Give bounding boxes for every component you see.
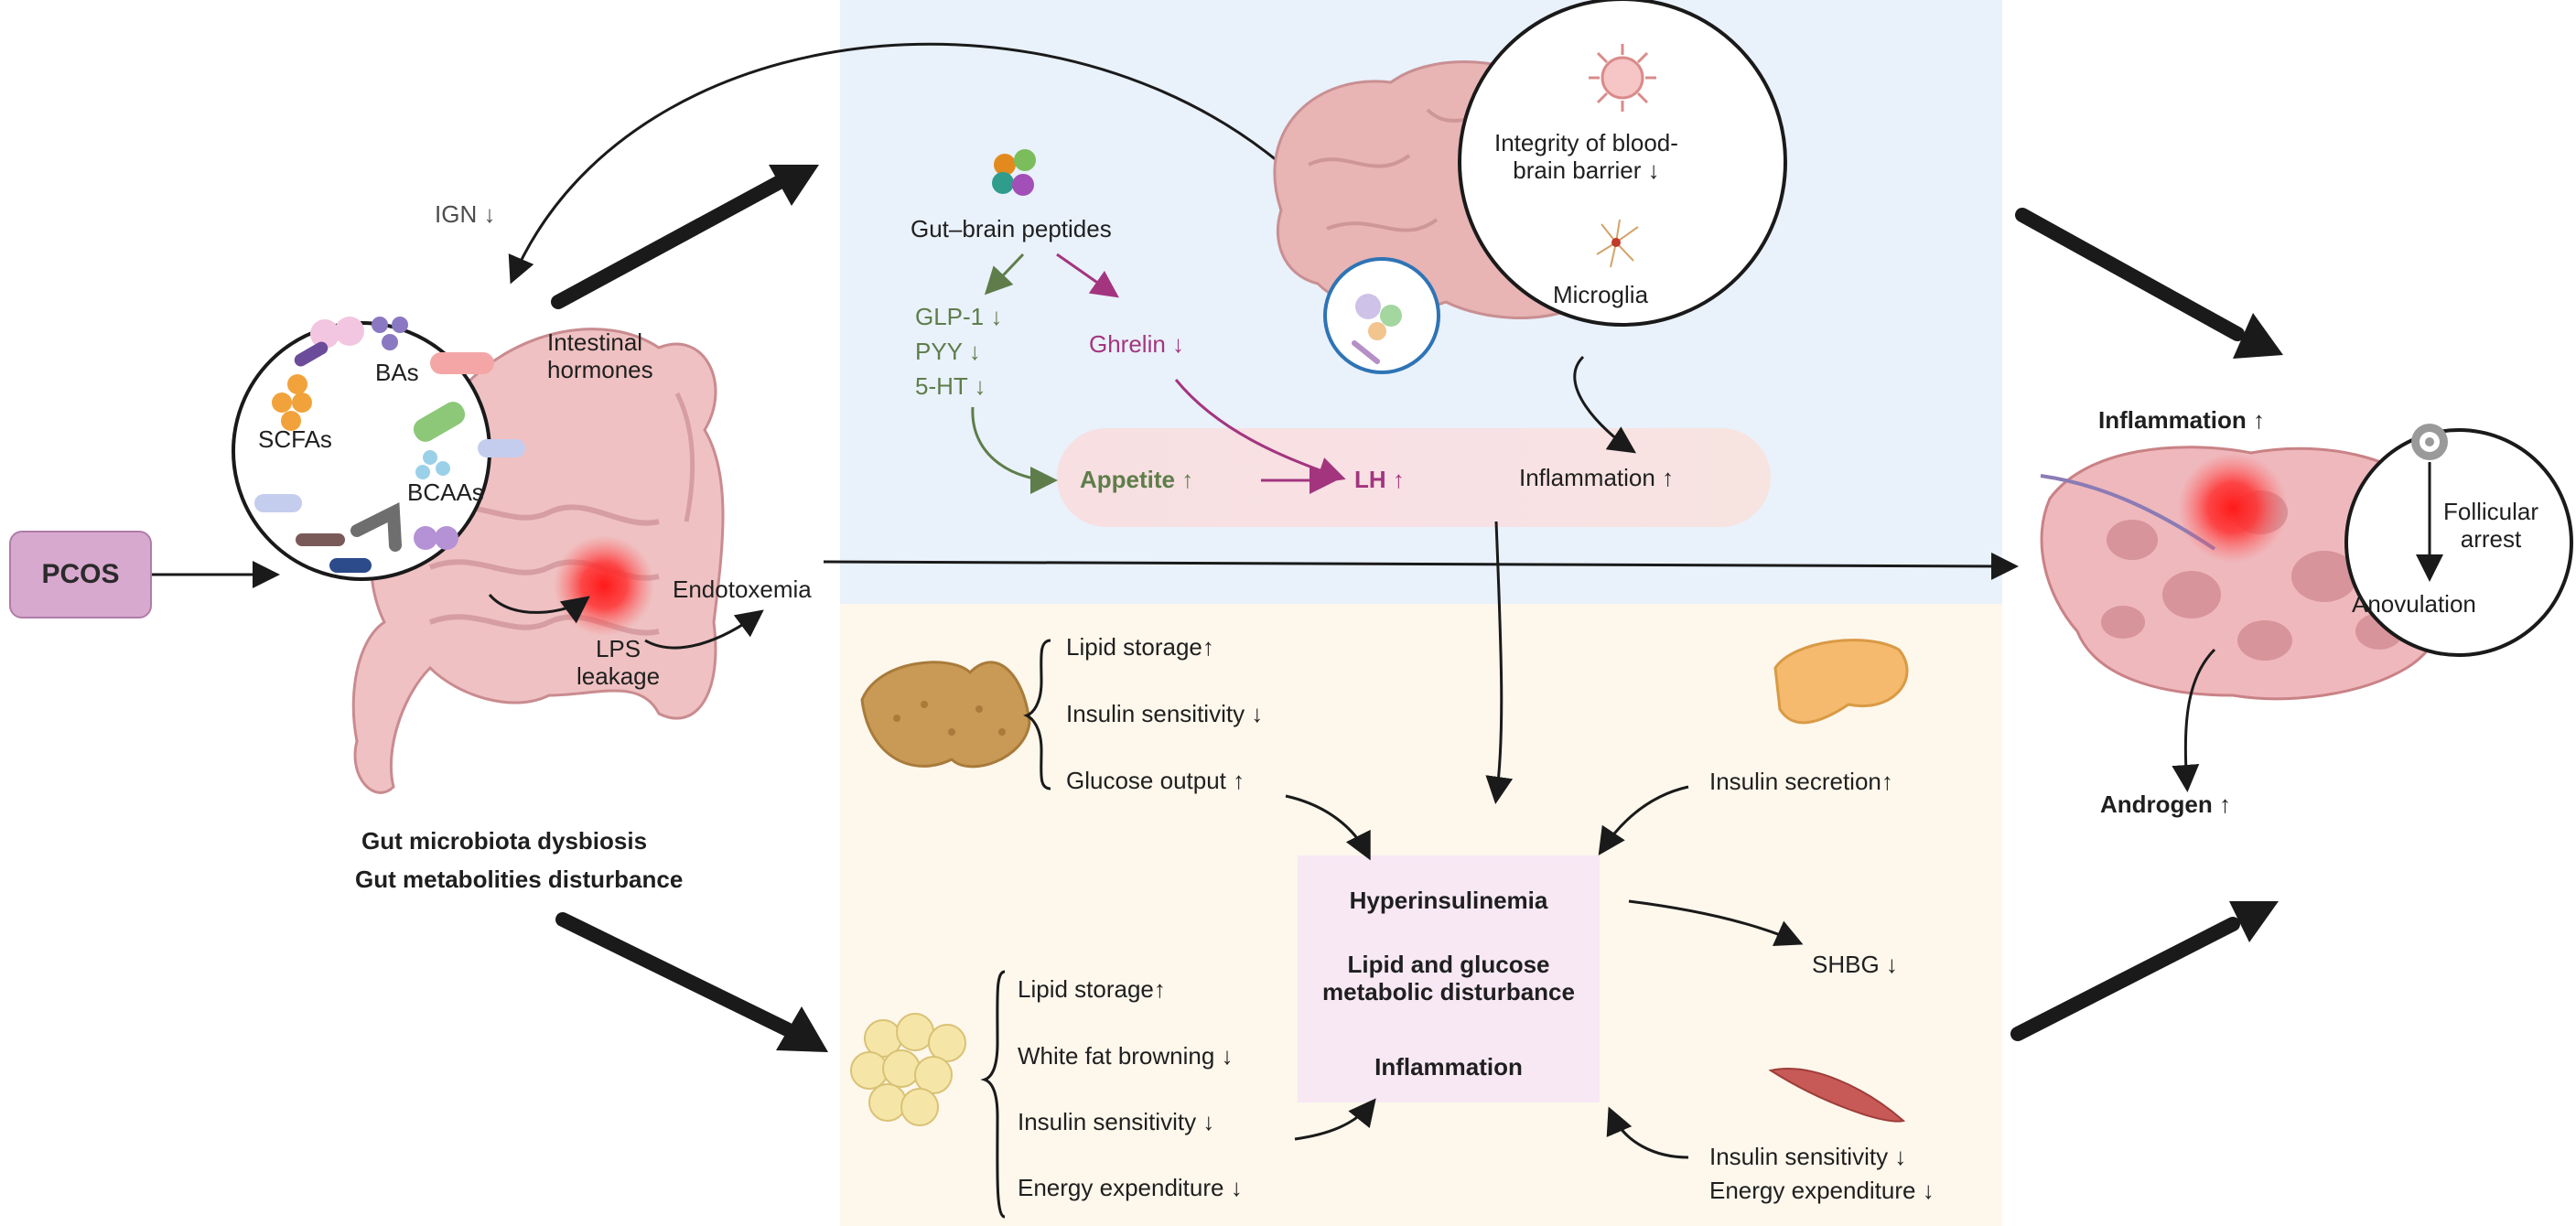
muscle-illustration <box>1768 1068 1906 1123</box>
fat-insulin-sensitivity: Insulin sensitivity ↓ <box>1018 1108 1215 1135</box>
glp1-label: GLP-1 ↓ <box>915 303 1003 330</box>
hyperinsulinemia-label: Hyperinsulinemia <box>1349 887 1548 914</box>
bbb-microglia-circle <box>1458 0 1787 327</box>
ghrelin-label: Ghrelin ↓ <box>1089 330 1185 358</box>
liver-glucose-output: Glucose output ↑ <box>1066 767 1245 794</box>
hyperinsulinemia-box <box>1298 855 1600 1102</box>
pcos-box: PCOS <box>9 531 152 618</box>
pyy-label: PYY ↓ <box>915 338 981 365</box>
5ht-label: 5-HT ↓ <box>915 372 986 400</box>
follicular-arrest-label: Follicular arrest <box>2443 498 2539 553</box>
bcaas-label: BCAAs <box>407 479 484 506</box>
fat-lipid-storage: Lipid storage↑ <box>1018 975 1166 1003</box>
thick-arrow-upper-right <box>2015 208 2283 359</box>
microglia-label: Microglia <box>1553 281 1649 308</box>
androgen-label: Androgen ↑ <box>2100 790 2231 818</box>
endotoxemia-label: Endotoxemia <box>673 575 812 603</box>
ovary-inflammation-label: Inflammation ↑ <box>2098 406 2266 434</box>
ign-label: IGN ↓ <box>435 200 496 228</box>
gut-brain-peptides-label: Gut–brain peptides <box>911 215 1112 242</box>
shbg-label: SHBG ↓ <box>1812 951 1898 978</box>
brain-output-band <box>1057 428 1771 527</box>
lipid-glucose-disturbance-label: Lipid and glucose metabolic disturbance <box>1322 951 1575 1006</box>
caption-gut-microbiota: Gut microbiota dysbiosis <box>361 827 648 855</box>
intestinal-hormones-label: Intestinal hormones <box>547 328 653 383</box>
fat-cells-illustration <box>850 1013 966 1126</box>
fat-white-fat-browning: White fat browning ↓ <box>1018 1042 1234 1070</box>
lps-leakage-label: LPS leakage <box>577 635 661 690</box>
fat-energy-expenditure: Energy expenditure ↓ <box>1018 1174 1243 1201</box>
muscle-insulin-sensitivity: Insulin sensitivity ↓ <box>1709 1143 1907 1170</box>
liver-lipid-storage: Lipid storage↑ <box>1066 633 1214 661</box>
metabolic-inflammation-label: Inflammation <box>1374 1053 1523 1081</box>
appetite-label: Appetite ↑ <box>1080 466 1194 493</box>
muscle-energy-expenditure: Energy expenditure ↓ <box>1709 1177 1935 1204</box>
caption-gut-metabolites: Gut metabolities disturbance <box>355 866 684 893</box>
anovulation-label: Anovulation <box>2352 590 2476 618</box>
scfas-label: SCFAs <box>258 425 332 453</box>
brain-inset-circle <box>1323 257 1440 374</box>
bbb-integrity-label: Integrity of blood- brain barrier ↓ <box>1494 129 1678 184</box>
follicle-circle <box>2344 424 2573 657</box>
thick-arrow-lower-left <box>555 912 828 1052</box>
liver-insulin-sensitivity: Insulin sensitivity ↓ <box>1066 700 1264 727</box>
brain-inflammation-label: Inflammation ↑ <box>1519 464 1675 491</box>
pancreas-illustration <box>1773 639 1909 725</box>
thick-arrow-upper-left <box>551 165 819 309</box>
liver-illustration <box>860 661 1031 769</box>
pancreas-insulin-secretion: Insulin secretion↑ <box>1709 768 1893 795</box>
bas-label: BAs <box>375 359 419 386</box>
lh-label: LH ↑ <box>1354 466 1405 493</box>
gut-microbiota-circle <box>232 317 525 581</box>
thick-arrow-lower-right <box>2010 901 2279 1041</box>
